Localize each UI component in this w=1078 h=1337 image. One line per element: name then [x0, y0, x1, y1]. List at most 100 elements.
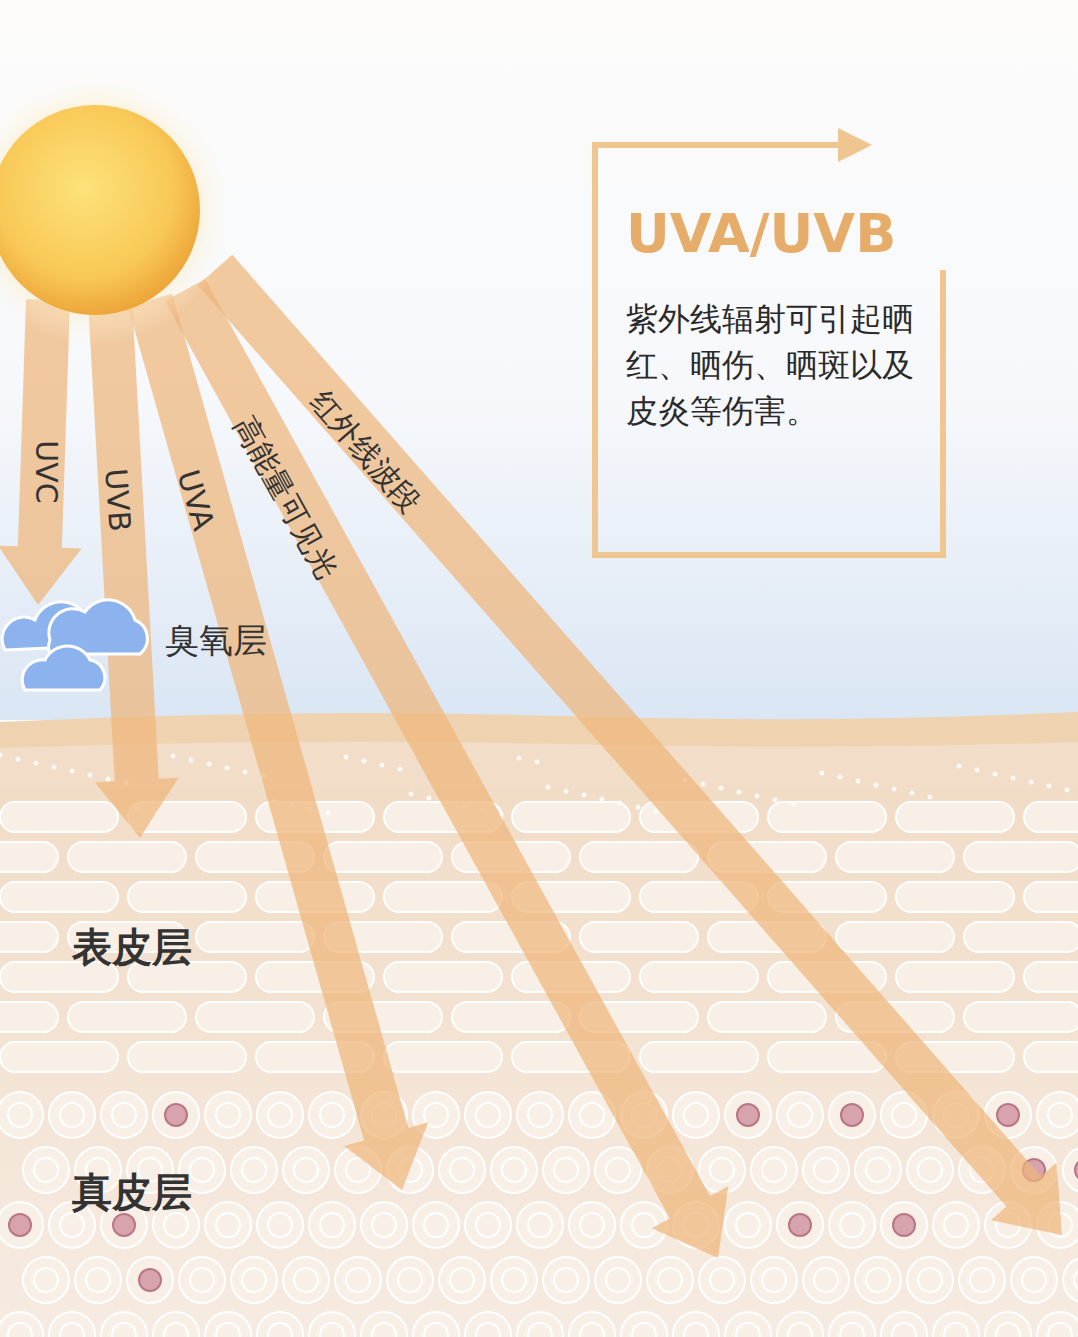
dermis-cell: [75, 1257, 121, 1303]
cell-nucleus: [476, 1213, 500, 1237]
dermis-cell: [465, 1092, 511, 1138]
cell-nucleus: [294, 1268, 318, 1292]
skin-dot: [993, 772, 998, 777]
dermis-cell: [777, 1092, 823, 1138]
dermis-cell: [23, 1257, 69, 1303]
epidermis-cell: [452, 1002, 570, 1032]
dermis-cell: [725, 1092, 771, 1138]
dermis-cell: [647, 1257, 693, 1303]
cell-nucleus: [60, 1213, 84, 1237]
cell-nucleus: [1074, 1268, 1078, 1292]
cell-nucleus: [34, 1158, 58, 1182]
epidermis-cell: [0, 842, 58, 872]
skin-dot: [380, 763, 385, 768]
skin-dot: [838, 775, 843, 780]
cell-nucleus: [60, 1323, 84, 1337]
ray-label: UVA: [171, 466, 222, 535]
dermis-cell: [829, 1092, 875, 1138]
cell-nucleus: [346, 1268, 370, 1292]
epidermis-cell: [1024, 802, 1078, 832]
dermis-cell: [673, 1092, 719, 1138]
cell-nucleus: [502, 1158, 526, 1182]
cell-nucleus: [1048, 1103, 1072, 1127]
cell-nucleus: [60, 1103, 84, 1127]
epidermis-cell: [768, 802, 886, 832]
cell-nucleus: [554, 1158, 578, 1182]
cell-nucleus: [710, 1268, 734, 1292]
dermis-cell: [231, 1147, 277, 1193]
dermis-cell: [491, 1147, 537, 1193]
cell-nucleus: [8, 1103, 32, 1127]
epidermis-cell: [196, 1002, 314, 1032]
skin-dot: [600, 797, 605, 802]
cell-nucleus: [892, 1323, 916, 1337]
dermis-cell: [543, 1147, 589, 1193]
cell-nucleus: [840, 1213, 864, 1237]
dermis-cell: [881, 1202, 927, 1248]
cell-nucleus: [893, 1214, 915, 1236]
epidermis-cell: [0, 1002, 58, 1032]
dermis-cell: [1063, 1257, 1078, 1303]
cell-nucleus: [866, 1158, 890, 1182]
layer-label: 真皮层: [72, 1165, 192, 1220]
skin-dot: [34, 761, 39, 766]
skin-dot: [106, 777, 111, 782]
cell-nucleus: [476, 1323, 500, 1337]
dermis-cell: [205, 1092, 251, 1138]
dermis-cell: [231, 1257, 277, 1303]
cell-nucleus: [762, 1158, 786, 1182]
skin-dot: [398, 767, 403, 772]
dermis-cell: [751, 1257, 797, 1303]
dermis-cell: [803, 1147, 849, 1193]
cell-nucleus: [528, 1103, 552, 1127]
cell-nucleus: [736, 1323, 760, 1337]
dermis-cell: [335, 1257, 381, 1303]
skin-dot: [171, 754, 176, 759]
skin-dot: [427, 796, 432, 801]
epidermis-cell: [896, 802, 1014, 832]
dermis-cell: [803, 1257, 849, 1303]
dermis-cell: [101, 1092, 147, 1138]
epidermis-cell: [0, 802, 118, 832]
cell-nucleus: [606, 1268, 630, 1292]
dermis-cell: [23, 1147, 69, 1193]
cell-nucleus: [320, 1213, 344, 1237]
skin-dot: [409, 792, 414, 797]
skin-dot: [16, 757, 21, 762]
skin-dot: [928, 795, 933, 800]
epidermis-cell: [580, 922, 698, 952]
cell-nucleus: [970, 1268, 994, 1292]
cell-nucleus: [113, 1214, 135, 1236]
skin-dot: [1011, 776, 1016, 781]
dermis-cell: [907, 1147, 953, 1193]
dermis-cell: [1037, 1092, 1078, 1138]
dermis-cell: [569, 1202, 615, 1248]
cell-nucleus: [918, 1268, 942, 1292]
skin-dot: [326, 811, 331, 816]
epidermis-cell: [128, 1042, 246, 1072]
cell-nucleus: [580, 1323, 604, 1337]
cell-nucleus: [554, 1268, 578, 1292]
layer-label: 表皮层: [72, 920, 192, 975]
cell-nucleus: [502, 1268, 526, 1292]
epidermis-cell: [128, 882, 246, 912]
cell-nucleus: [632, 1213, 656, 1237]
ray-label: UVC: [29, 440, 64, 503]
cell-nucleus: [841, 1104, 863, 1126]
cell-nucleus: [737, 1104, 759, 1126]
cell-nucleus: [216, 1103, 240, 1127]
dermis-cell: [465, 1202, 511, 1248]
cell-nucleus: [944, 1323, 968, 1337]
skin-dot: [892, 787, 897, 792]
dermis-cell: [699, 1257, 745, 1303]
dermis-cell: [127, 1257, 173, 1303]
dermis-cell: [309, 1092, 355, 1138]
dermis-cell: [0, 1202, 43, 1248]
cell-nucleus: [476, 1103, 500, 1127]
cell-nucleus: [9, 1214, 31, 1236]
cell-nucleus: [684, 1323, 708, 1337]
dermis-cell: [907, 1257, 953, 1303]
cell-nucleus: [788, 1323, 812, 1337]
epidermis-cell: [1024, 882, 1078, 912]
